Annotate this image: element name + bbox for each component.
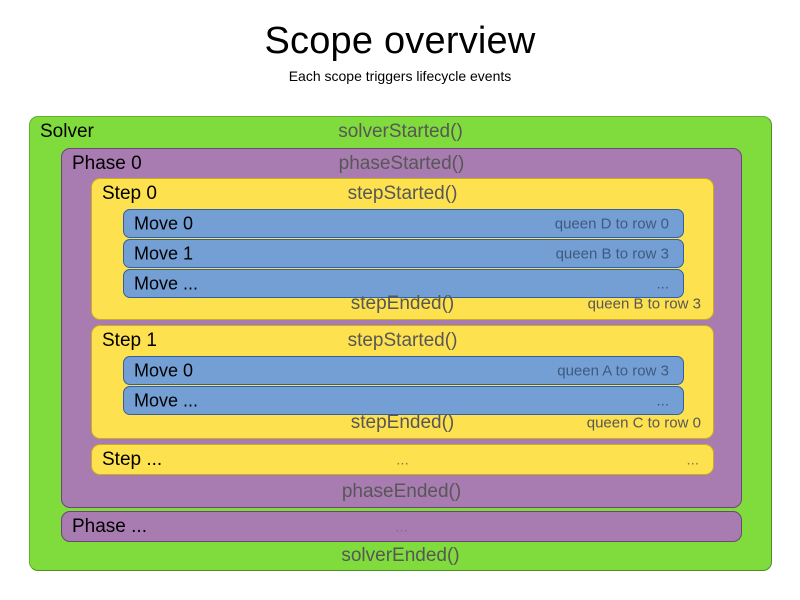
step-1-label: Step 1 — [102, 330, 157, 351]
move-label: Move 0 — [134, 360, 194, 380]
phase-ended-event: phaseEnded() — [341, 481, 462, 502]
phase-ellipsis-row: Phase ... ... — [62, 512, 741, 542]
move-row: Move 1 queen B to row 3 — [123, 239, 684, 268]
move-detail: queen A to row 3 — [557, 362, 669, 379]
phase-label: Phase 0 — [72, 153, 142, 174]
step-scope-ellipsis: Step ... ... ... — [91, 444, 714, 475]
move-label: Move 0 — [134, 213, 194, 233]
phase-started-event: phaseStarted() — [338, 153, 465, 174]
solver-label: Solver — [40, 121, 94, 142]
phase-ended-row: phaseEnded() — [62, 477, 741, 507]
step-1-ended-detail: queen C to row 0 — [586, 414, 701, 432]
move-label: Move ... — [134, 273, 199, 293]
step-1-ended-event: stepEnded() — [350, 412, 455, 433]
phase-ellipsis-event: ... — [395, 518, 408, 536]
page-title: Scope overview — [264, 20, 536, 62]
move-detail: queen B to row 3 — [555, 245, 669, 262]
phase-started-row: Phase 0 phaseStarted() — [62, 149, 741, 179]
step-ellipsis-center: ... — [396, 451, 409, 469]
solver-started-event: solverStarted() — [338, 121, 463, 142]
move-row: Move 0 queen A to row 3 — [123, 356, 684, 385]
step-0-ended-event: stepEnded() — [350, 293, 455, 314]
step-0-started-row: Step 0 stepStarted() — [92, 179, 713, 209]
solver-ended-event: solverEnded() — [341, 545, 460, 566]
phase-scope: Phase 0 phaseStarted() Step 0 stepStarte… — [61, 148, 742, 508]
step-scope-1: Step 1 stepStarted() Move 0 queen A to r… — [91, 325, 714, 439]
solver-ended-row: solverEnded() — [30, 541, 771, 571]
step-scope-0: Step 0 stepStarted() Move 0 queen D to r… — [91, 178, 714, 320]
move-row: Move ... ... — [123, 386, 684, 415]
diagram-header: Scope overview Each scope triggers lifec… — [0, 0, 800, 83]
move-label: Move 1 — [134, 243, 194, 263]
step-1-ended-row: stepEnded() queen C to row 0 — [92, 408, 713, 438]
step-0-started-event: stepStarted() — [347, 183, 458, 204]
step-0-label: Step 0 — [102, 183, 157, 204]
move-row: Move ... ... — [123, 269, 684, 298]
phase-scope-ellipsis: Phase ... ... — [61, 511, 742, 542]
step-1-started-row: Step 1 stepStarted() — [92, 326, 713, 356]
step-0-ended-row: stepEnded() queen B to row 3 — [92, 289, 713, 319]
move-detail: queen D to row 0 — [554, 215, 669, 232]
step-ellipsis-row: Step ... ... ... — [92, 445, 713, 475]
move-detail: ... — [656, 275, 669, 292]
step-ellipsis-label: Step ... — [102, 449, 163, 470]
move-label: Move ... — [134, 390, 199, 410]
solver-scope: Solver solverStarted() Phase 0 phaseStar… — [29, 116, 772, 571]
step-0-ended-detail: queen B to row 3 — [587, 295, 701, 313]
page-subtitle: Each scope triggers lifecycle events — [288, 68, 512, 84]
solver-started-row: Solver solverStarted() — [30, 117, 771, 147]
step-ellipsis-right: ... — [686, 451, 699, 469]
move-detail: ... — [656, 392, 669, 409]
phase-ellipsis-label: Phase ... — [72, 516, 147, 537]
move-row: Move 0 queen D to row 0 — [123, 209, 684, 238]
step-1-started-event: stepStarted() — [347, 330, 458, 351]
